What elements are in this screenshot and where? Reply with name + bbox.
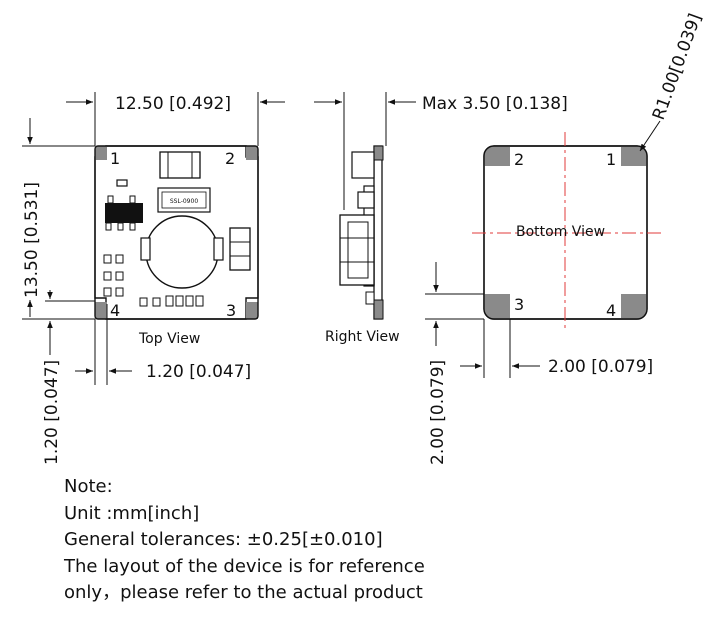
top-pin-2: 2 (225, 149, 235, 168)
ic-chip (105, 203, 143, 223)
notes-tolerance: General tolerances: ±0.25[±0.010] (64, 529, 383, 550)
top-pad-1-block (95, 146, 107, 160)
inductor-component (159, 151, 201, 179)
max-thickness-text: Max 3.50 [0.138] (422, 94, 568, 114)
top-height-text: 13.50 [0.531] (22, 182, 42, 298)
top-height-dimension: 13.50 [0.531] (22, 118, 95, 320)
pad-x-text: 2.00 [0.079] (548, 357, 653, 377)
right-view-label: Right View (325, 329, 400, 345)
top-margin-x-text: 1.20 [0.047] (146, 362, 251, 382)
bottom-pin-4: 4 (606, 301, 616, 320)
top-margin-y-text: 1.20 [0.047] (42, 360, 62, 465)
top-view-label: Top View (138, 331, 200, 347)
bottom-pin-1: 1 (606, 150, 616, 169)
top-width-dimension: 12.50 [0.492] (66, 92, 285, 146)
bottom-pad-4 (621, 294, 647, 319)
corner-radius-dimension: R1.00[0.039] (639, 11, 706, 152)
bottom-pad-3 (484, 294, 510, 319)
top-view: SSL-0900 1 2 3 4 Top View (94, 145, 259, 347)
top-pad-2-block (246, 146, 258, 160)
top-pad-3-block (246, 302, 258, 319)
notes-unit: Unit :mm[inch] (64, 502, 200, 524)
pad-y-dimension: 2.00 [0.079] (425, 262, 484, 465)
top-margin-x-dimension: 1.20 [0.047] (75, 304, 251, 385)
top-pin-1: 1 (110, 149, 120, 168)
silkscreen-text: SSL-0900 (170, 198, 198, 205)
top-pad-4-block (95, 302, 107, 319)
side-connector (229, 227, 251, 271)
bottom-pad-1 (621, 146, 647, 166)
right-view: Right View (325, 145, 400, 345)
pad-y-text: 2.00 [0.079] (428, 360, 448, 465)
notes-line-1: The layout of the device is for referenc… (64, 555, 425, 577)
coin-cell-holder (145, 215, 219, 289)
bottom-view-label: Bottom View (516, 224, 605, 240)
small-part (116, 179, 128, 187)
max-thickness-dimension: Max 3.50 [0.138] (314, 92, 568, 210)
right-view-board (373, 145, 383, 320)
notes-line-2: only，please refer to the actual product (64, 582, 423, 603)
top-margin-y-dimension: 1.20 [0.047] (42, 290, 95, 465)
notes-block: Note: Unit :mm[inch] General tolerances:… (64, 474, 425, 607)
top-pin-3: 3 (226, 301, 236, 320)
ssl-label-box (157, 187, 211, 213)
pad-x-dimension: 2.00 [0.079] (460, 319, 653, 378)
bottom-view: 2 1 3 4 Bottom View (472, 132, 665, 332)
top-width-text: 12.50 [0.492] (115, 94, 231, 114)
notes-title: Note: (64, 476, 113, 497)
corner-radius-text: R1.00[0.039] (649, 11, 706, 123)
top-pin-4: 4 (110, 301, 120, 320)
bottom-pad-2 (484, 146, 510, 166)
bottom-pin-3: 3 (514, 295, 524, 314)
bottom-pin-2: 2 (514, 150, 524, 169)
